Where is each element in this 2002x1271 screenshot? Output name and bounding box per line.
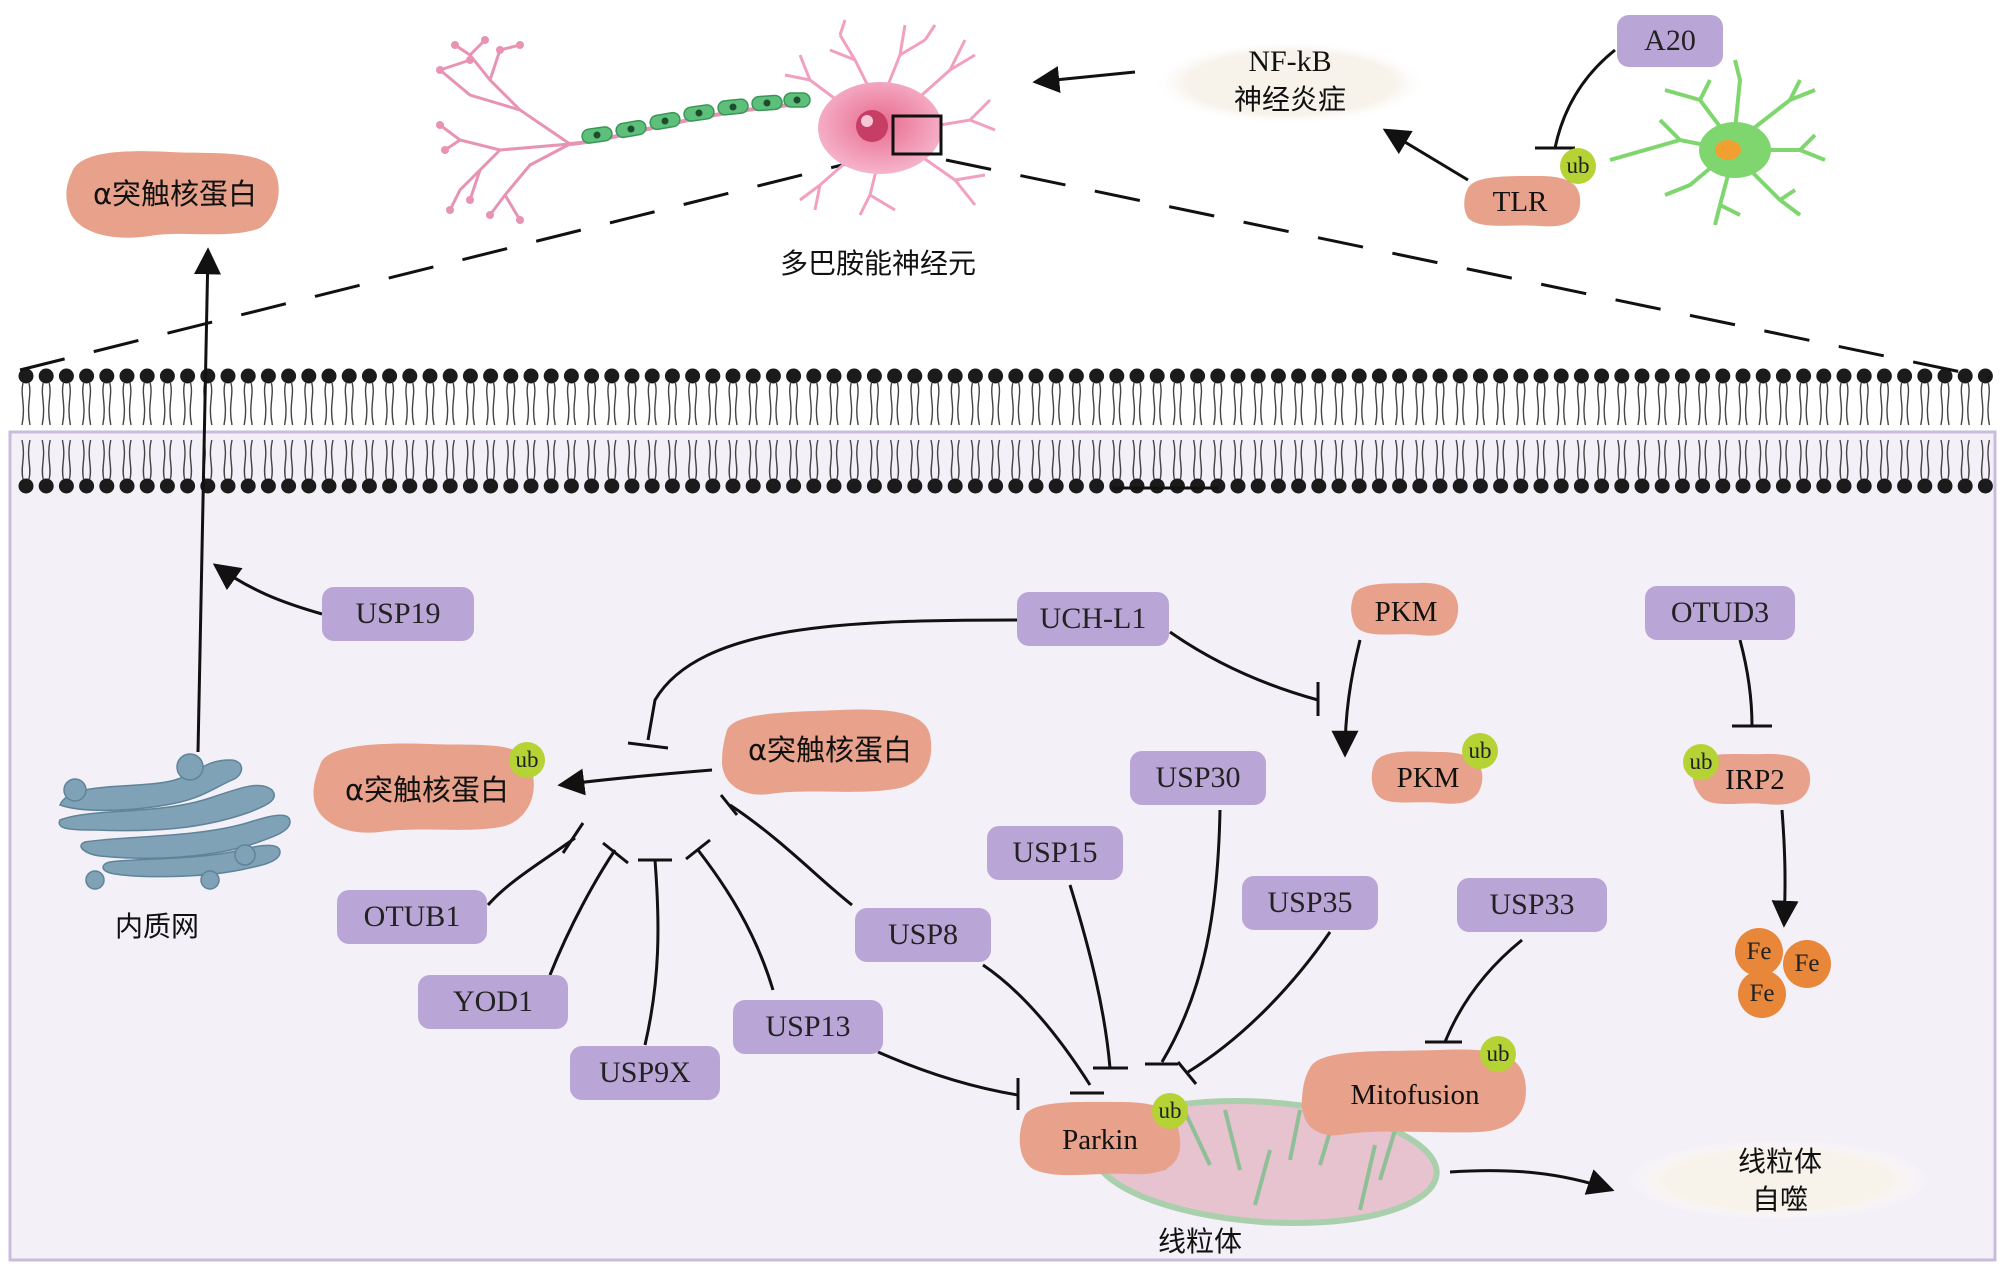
mitophagy-label-line1: 线粒体 — [1737, 1145, 1822, 1178]
ub-tag-tlr: ub — [1560, 148, 1596, 184]
zoom-lines — [19, 158, 1991, 380]
fe-ion-2: Fe — [1783, 940, 1831, 988]
usp9x-box: USP9X — [570, 1046, 720, 1100]
alpha-syn-mid-label: α突触核蛋白 — [747, 733, 913, 767]
usp33-box: USP33 — [1457, 878, 1607, 932]
yod1-box: YOD1 — [418, 975, 568, 1029]
alpha-syn-top-shape — [66, 151, 279, 238]
pkm-label: PKM — [1374, 595, 1438, 628]
substrate-blobs — [66, 151, 1811, 1176]
irp2-shape — [1692, 753, 1811, 805]
uchl1-box: UCH-L1 — [1017, 592, 1169, 646]
usp30-box: USP30 — [1130, 751, 1266, 805]
a20-box: A20 — [1617, 15, 1723, 67]
ub-tag-pkm: ub — [1462, 733, 1498, 769]
usp15-box: USP15 — [987, 826, 1123, 880]
er-graphic — [58, 753, 291, 890]
ub-tag-irp2: ub — [1683, 744, 1719, 780]
er-label: 内质网 — [115, 910, 200, 943]
otub1-box: OTUB1 — [337, 890, 487, 944]
mitophagy-label-line2: 自噬 — [1751, 1183, 1808, 1216]
cell-membrane — [18, 368, 1993, 494]
alpha-syn-ub-label: α突触核蛋白 — [344, 773, 510, 807]
usp8-box: USP8 — [855, 908, 991, 962]
neuroinflammation-label: 神经炎症 — [1233, 83, 1346, 116]
ub-tag-parkin: ub — [1152, 1093, 1188, 1129]
pkm-ub-shape — [1371, 751, 1483, 804]
fe-ion-3: Fe — [1738, 970, 1786, 1018]
irp2-label: IRP2 — [1725, 763, 1785, 796]
mitofusion-shape — [1301, 1049, 1526, 1136]
mitofusion-label: Mitofusion — [1350, 1078, 1480, 1111]
ub-tag-mitofusion: ub — [1480, 1036, 1516, 1072]
otud3-box: OTUD3 — [1645, 586, 1795, 640]
alpha-syn-top-label: α突触核蛋白 — [92, 177, 258, 211]
nfkb-label: NF-kB — [1248, 45, 1332, 78]
parkin-shape — [1019, 1101, 1181, 1176]
pkm-top-shape — [1351, 582, 1459, 636]
usp19-box: USP19 — [322, 587, 474, 641]
pkm-ub-label: PKM — [1396, 761, 1460, 794]
usp13-box: USP13 — [733, 1000, 883, 1054]
parkin-label: Parkin — [1062, 1123, 1138, 1156]
usp35-box: USP35 — [1242, 876, 1378, 930]
neuron-label: 多巴胺能神经元 — [780, 247, 977, 280]
ub-tag-alpha-syn: ub — [509, 742, 545, 778]
mitochondria-label: 线粒体 — [1158, 1225, 1243, 1258]
alpha-syn-mid-shape — [722, 709, 932, 795]
dopaminergic-neuron-graphic — [436, 19, 996, 224]
alpha-syn-ub-shape — [313, 743, 534, 833]
fe-ion-1: Fe — [1735, 928, 1783, 976]
mitophagy-cloud — [1628, 1140, 1928, 1220]
tlr-label: TLR — [1492, 185, 1548, 218]
connectors — [194, 48, 1799, 1195]
microglia-graphic — [1609, 59, 1826, 226]
nfkb-cloud — [1152, 41, 1428, 125]
tlr-shape — [1464, 175, 1581, 227]
